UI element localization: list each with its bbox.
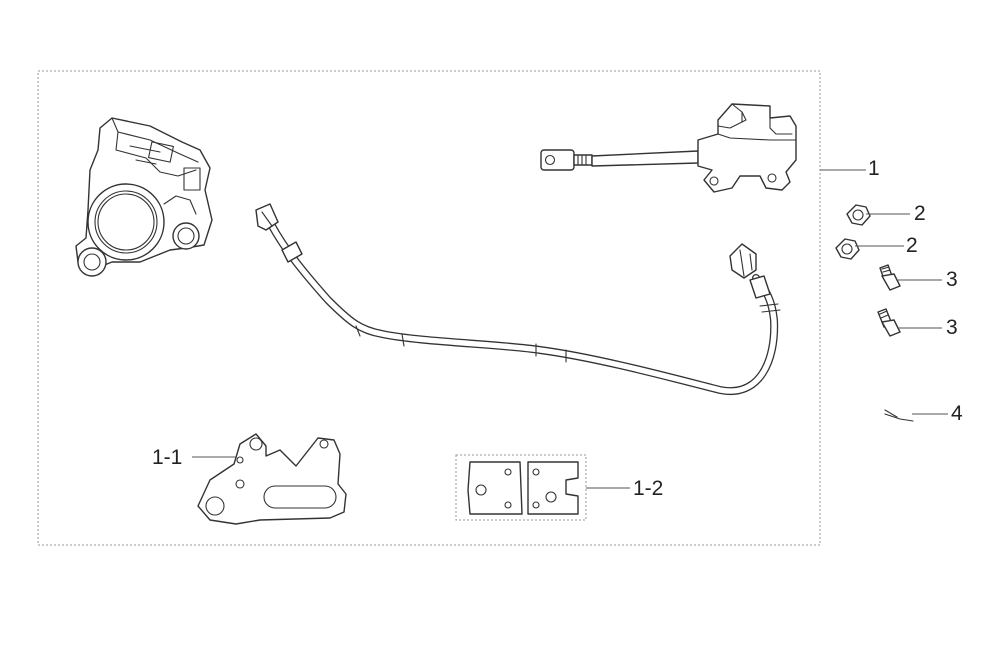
callout-4: 4 (951, 402, 963, 425)
master-cylinder-part[interactable] (540, 103, 797, 193)
nut-part[interactable] (835, 238, 860, 260)
brake-caliper-part[interactable] (75, 117, 213, 277)
brake-pads-part[interactable] (455, 454, 587, 521)
bolt-part[interactable] (877, 308, 901, 337)
cotter-pin-part[interactable] (884, 409, 914, 422)
callout-2b: 2 (906, 234, 918, 257)
callout-3a: 3 (946, 268, 958, 291)
leader-lines (192, 169, 948, 489)
bolt-part[interactable] (879, 264, 901, 291)
callout-2a: 2 (914, 202, 926, 225)
callout-1-2: 1-2 (633, 477, 664, 500)
brake-hose-part[interactable] (255, 203, 781, 396)
nut-part[interactable] (846, 204, 871, 226)
callout-1: 1 (868, 157, 880, 180)
callout-3b: 3 (946, 316, 958, 339)
caliper-bracket-part[interactable] (197, 433, 347, 525)
callout-1-1: 1-1 (152, 446, 183, 469)
